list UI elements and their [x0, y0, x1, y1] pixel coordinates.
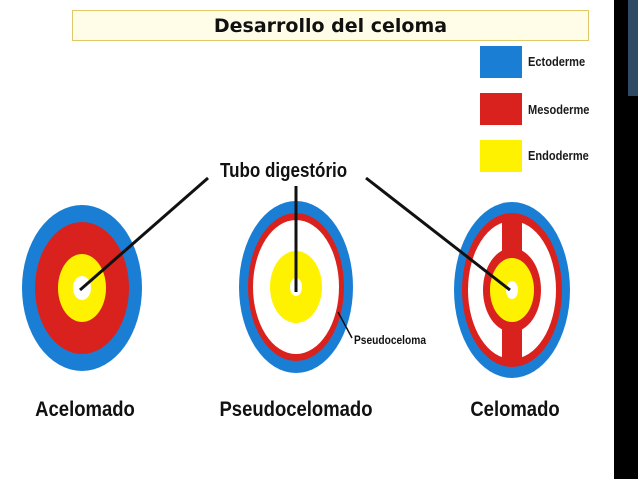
pseudocoelom-pointer — [337, 311, 353, 339]
caption-coelomate: Celomado — [470, 398, 560, 421]
gut-callout-label: Tubo digestório — [220, 160, 348, 182]
legend-label-mesoderm: Mesoderme — [528, 102, 590, 117]
legend-label-ectoderm: Ectoderme — [528, 54, 586, 69]
slide-edge-accent — [628, 0, 638, 96]
pseudocoelom-callout-label: Pseudoceloma — [354, 333, 426, 347]
legend-label-endoderm: Endoderme — [528, 148, 589, 163]
gut-pointer-acoelomate — [79, 176, 209, 292]
caption-acoelomate: Acelomado — [35, 398, 135, 421]
legend-swatch-ectoderm — [480, 46, 522, 78]
coelomate-diagram — [454, 202, 570, 378]
coelomate-gut-lumen — [506, 281, 518, 299]
gut-pointer-coelomate — [365, 176, 511, 292]
caption-pseudocoelomate: Pseudocelomado — [219, 398, 373, 421]
legend-swatch-mesoderm — [480, 93, 522, 125]
page-title: Desarrollo del celoma — [72, 10, 589, 41]
legend-swatch-endoderm — [480, 140, 522, 172]
